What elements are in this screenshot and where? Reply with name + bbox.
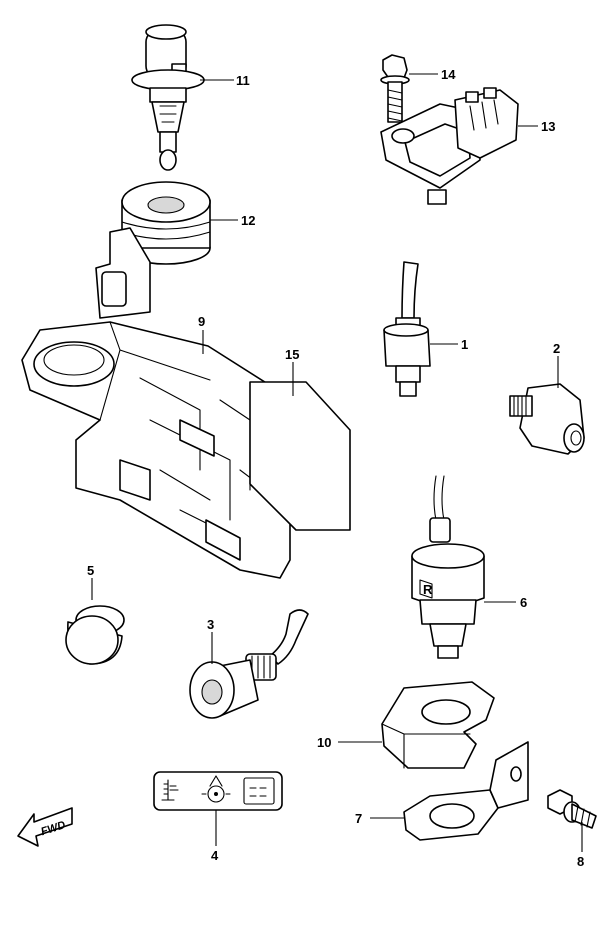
part-8-bolt	[547, 789, 597, 829]
part-12-grommet-holder	[95, 181, 211, 319]
part-2-knock-sensor	[509, 383, 585, 455]
callout-3: 3	[207, 617, 214, 632]
callout-13: 13	[541, 119, 555, 134]
part-3-grommet	[189, 609, 309, 719]
part-11-temperature-sensor	[131, 24, 205, 171]
part-10-plate	[381, 681, 495, 769]
callout-5: 5	[87, 563, 94, 578]
part-5-cap	[65, 605, 125, 665]
part-7-bracket	[403, 741, 529, 841]
part-14-bolt	[380, 54, 410, 123]
part-15-plate	[249, 381, 351, 531]
callout-11: 11	[236, 73, 250, 88]
callout-8: 8	[577, 854, 584, 869]
callout-4: 4	[211, 848, 219, 863]
part-6-pressure-switch: R	[411, 475, 485, 659]
callout-9: 9	[198, 314, 205, 329]
part-13-pressure-sensor	[380, 87, 519, 205]
callout-2: 2	[553, 341, 560, 356]
part-4-label	[153, 771, 283, 811]
callout-10: 10	[317, 735, 331, 750]
sensor-marking: R	[423, 582, 433, 597]
leader-lines	[91, 73, 583, 852]
callout-12: 12	[241, 213, 255, 228]
fwd-arrow-icon: FWD	[17, 807, 73, 847]
callout-7: 7	[355, 811, 362, 826]
part-9-bracket	[21, 321, 291, 579]
callout-6: 6	[520, 595, 527, 610]
callout-15: 15	[285, 347, 299, 362]
callout-numbers: 11 14 13 12 9 15 1 2 6 5 3 10 7 4 8	[87, 67, 584, 869]
callout-1: 1	[461, 337, 468, 352]
part-1-sensor	[383, 261, 431, 397]
callout-14: 14	[441, 67, 456, 82]
